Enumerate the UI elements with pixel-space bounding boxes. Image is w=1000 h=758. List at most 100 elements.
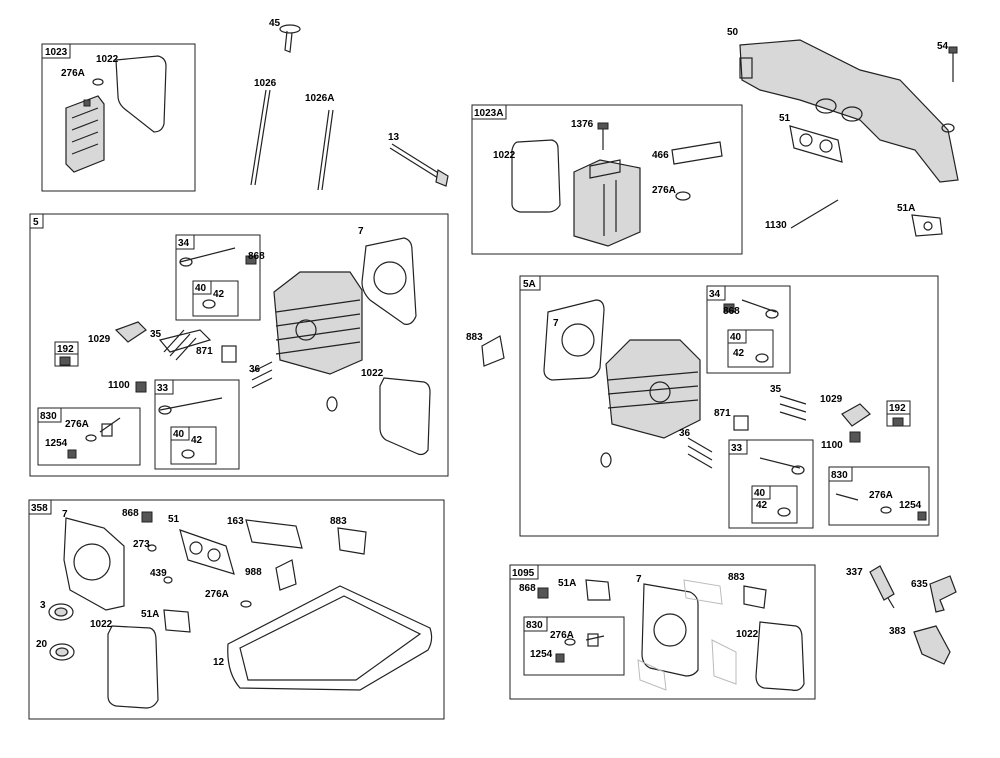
callout-7: 7 bbox=[553, 318, 559, 329]
callout-42: 42 bbox=[213, 289, 225, 300]
callout-276A: 276A bbox=[65, 419, 89, 430]
pushrod-1026 bbox=[250, 89, 267, 186]
gasket-set-358 bbox=[48, 511, 433, 709]
spark-plug-boot-635 bbox=[929, 575, 957, 613]
stud-54 bbox=[948, 46, 958, 82]
callout-883: 883 bbox=[330, 516, 347, 527]
callout-1254: 1254 bbox=[899, 500, 922, 511]
callout-1022: 1022 bbox=[90, 619, 113, 630]
callout-7: 7 bbox=[62, 509, 68, 520]
callout-868: 868 bbox=[519, 583, 536, 594]
callout-20: 20 bbox=[36, 639, 48, 650]
assembly-tag-5A: 5A bbox=[523, 279, 536, 290]
callout-42: 42 bbox=[756, 500, 768, 511]
assembly-tag-33: 33 bbox=[157, 383, 169, 394]
callout-276A: 276A bbox=[652, 185, 676, 196]
valve-cover-1023 bbox=[65, 55, 167, 173]
callout-labels: 45 1022 276A 1026 1026A 13 50 54 51 51A … bbox=[36, 18, 949, 668]
callout-163: 163 bbox=[227, 516, 244, 527]
callout-1022: 1022 bbox=[361, 368, 384, 379]
callout-1376: 1376 bbox=[571, 119, 594, 130]
callout-1100: 1100 bbox=[821, 440, 843, 451]
assembly-tag-40: 40 bbox=[195, 283, 207, 294]
callout-276A: 276A bbox=[550, 630, 574, 641]
callout-1254: 1254 bbox=[45, 438, 68, 449]
assembly-tag-358: 358 bbox=[31, 503, 48, 514]
spark-plug-337 bbox=[869, 565, 895, 609]
assembly-tag-33b: 33 bbox=[731, 443, 743, 454]
callout-50: 50 bbox=[727, 27, 739, 38]
assembly-tag-40b: 40 bbox=[173, 429, 185, 440]
callout-439: 439 bbox=[150, 568, 167, 579]
callout-276A: 276A bbox=[205, 589, 229, 600]
callout-51A: 51A bbox=[558, 578, 576, 589]
callout-337: 337 bbox=[846, 567, 863, 578]
callout-1029: 1029 bbox=[820, 394, 843, 405]
callout-883: 883 bbox=[728, 572, 745, 583]
callout-868: 868 bbox=[248, 251, 265, 262]
callout-1100: 1100 bbox=[108, 380, 130, 391]
assembly-tag-34b: 34 bbox=[709, 289, 721, 300]
gasket-883-mid bbox=[481, 335, 505, 367]
valve-cover-1023A bbox=[511, 122, 723, 247]
callout-635: 635 bbox=[911, 579, 928, 590]
callout-35: 35 bbox=[770, 384, 782, 395]
callout-1022: 1022 bbox=[736, 629, 759, 640]
callout-7: 7 bbox=[636, 574, 642, 585]
assembly-tag-830c: 830 bbox=[526, 620, 543, 631]
assembly-tag-1023: 1023 bbox=[45, 47, 68, 58]
callout-51: 51 bbox=[779, 113, 791, 124]
callout-42: 42 bbox=[733, 348, 745, 359]
pushrod-1026A bbox=[317, 109, 330, 191]
cylinder-head-5A bbox=[543, 299, 927, 521]
callout-51: 51 bbox=[168, 514, 180, 525]
callout-871: 871 bbox=[714, 408, 731, 419]
rod-1130 bbox=[790, 199, 839, 229]
ignition-module-383 bbox=[913, 625, 951, 665]
bolt-13 bbox=[389, 143, 449, 187]
callout-383: 383 bbox=[889, 626, 906, 637]
callout-13: 13 bbox=[388, 132, 400, 143]
callout-1022: 1022 bbox=[96, 54, 119, 65]
callout-7: 7 bbox=[358, 226, 364, 237]
exhaust-manifold-50 bbox=[739, 39, 959, 183]
callout-35: 35 bbox=[150, 329, 162, 340]
callout-54: 54 bbox=[937, 41, 949, 52]
assembly-tag-830: 830 bbox=[40, 411, 57, 422]
callout-1026: 1026 bbox=[254, 78, 277, 89]
callout-45: 45 bbox=[269, 18, 281, 29]
callout-276A: 276A bbox=[869, 490, 893, 501]
assembly-tags: 1023 5 34 40 192 33 40 830 1023A 5A 34 4… bbox=[28, 43, 911, 632]
assembly-frames bbox=[28, 43, 939, 720]
callout-868: 868 bbox=[122, 508, 139, 519]
callout-1254: 1254 bbox=[530, 649, 553, 660]
callout-868: 868 bbox=[723, 306, 740, 317]
part-illustrations bbox=[48, 24, 959, 709]
assembly-tag-192: 192 bbox=[57, 344, 74, 355]
callout-51A: 51A bbox=[897, 203, 915, 214]
callout-871: 871 bbox=[196, 346, 213, 357]
callout-42: 42 bbox=[191, 435, 203, 446]
callout-1130: 1130 bbox=[765, 220, 787, 231]
callout-466: 466 bbox=[652, 150, 669, 161]
assembly-tag-830b: 830 bbox=[831, 470, 848, 481]
gasket-51 bbox=[789, 125, 843, 163]
callout-36: 36 bbox=[679, 428, 691, 439]
callout-1029: 1029 bbox=[88, 334, 111, 345]
callout-51A: 51A bbox=[141, 609, 159, 620]
callout-883: 883 bbox=[466, 332, 483, 343]
assembly-tag-34: 34 bbox=[178, 238, 190, 249]
gasket-51A-top bbox=[911, 214, 943, 237]
cylinder-head-5 bbox=[59, 237, 431, 459]
callout-988: 988 bbox=[245, 567, 262, 578]
assembly-tag-5: 5 bbox=[33, 217, 39, 228]
pushrod-guide-45 bbox=[279, 24, 301, 53]
assembly-tag-192b: 192 bbox=[889, 403, 906, 414]
assembly-tag-40d: 40 bbox=[754, 488, 766, 499]
gasket-set-1095 bbox=[537, 579, 805, 691]
callout-3: 3 bbox=[40, 600, 46, 611]
callout-1026A: 1026A bbox=[305, 93, 334, 104]
callout-276A: 276A bbox=[61, 68, 85, 79]
callout-1022: 1022 bbox=[493, 150, 516, 161]
